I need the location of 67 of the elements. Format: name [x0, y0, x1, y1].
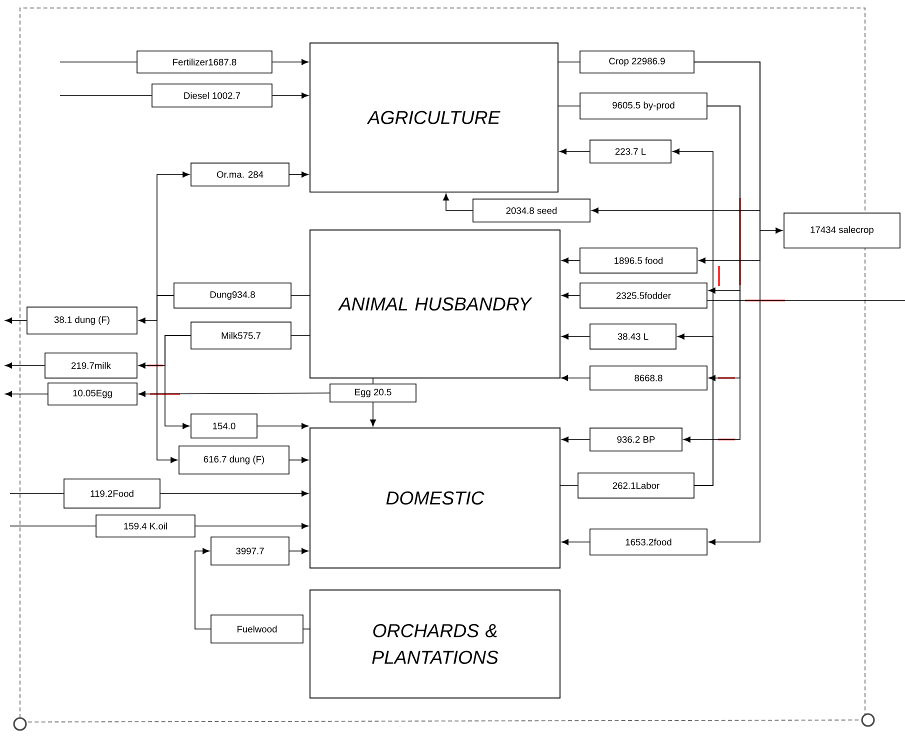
arrow: [561, 375, 590, 381]
arrow: [562, 539, 590, 545]
flow-box: Egg 20.5: [330, 384, 416, 402]
arrow: [562, 334, 590, 340]
arrow: [5, 362, 45, 368]
arrow: [164, 335, 191, 429]
connector-line: [706, 300, 905, 301]
flow-box: 154.0: [190, 414, 258, 438]
connector-line: [303, 628, 310, 630]
arrow: [560, 148, 590, 154]
sector-box: DOMESTIC: [310, 428, 560, 568]
flow-box: 10.05Egg: [48, 382, 138, 406]
flow-box: 3997.7: [210, 536, 290, 566]
flow-box: Fuelwood: [210, 614, 304, 644]
arrow: [160, 490, 308, 496]
connector-line: [372, 378, 374, 384]
arrow: [272, 59, 308, 65]
arrow: [138, 390, 330, 397]
connector-line: [291, 295, 310, 296]
flow-box: 8668.8: [590, 366, 708, 390]
flow-box: 38.43 L: [590, 324, 676, 350]
flow-box: 936.2 BP: [590, 428, 682, 452]
sector-box: ORCHARDS & PLANTATIONS: [310, 590, 560, 698]
flow-box: 9605.5 by-prod: [580, 92, 708, 120]
arrow: [289, 172, 308, 178]
flow-box: 616.7 dung (F): [178, 446, 290, 474]
flow-box: Diesel 1002.7: [152, 84, 272, 108]
arrow: [194, 548, 212, 630]
sector-box: AGRICULTURE: [310, 42, 558, 192]
flow-box: 2325.5fodder: [580, 282, 708, 308]
arrow: [562, 258, 580, 264]
connector-line: [10, 493, 64, 494]
flow-box: 38.1 dung (F): [26, 306, 138, 334]
arrow: [694, 62, 760, 545]
arrow: [678, 334, 714, 486]
arrow: [5, 391, 48, 397]
arrow: [370, 402, 376, 426]
flow-box: Or.ma. 284: [190, 162, 290, 186]
flow-box: 159.4 K.oil: [96, 514, 196, 538]
flow-box: Fertilizer1687.8: [136, 50, 272, 74]
arrow: [257, 423, 308, 429]
flow-box: Dung934.8: [174, 282, 292, 308]
connector-line: [291, 335, 310, 336]
arrow: [289, 457, 308, 463]
arrow: [289, 548, 308, 554]
sector-box: ANIMAL HUSBANDRY: [310, 230, 560, 378]
arrow: [443, 194, 473, 211]
flow-box: 17434 salecrop: [784, 212, 900, 248]
flow-box: 119.2Food: [64, 478, 160, 508]
flow-box: 2034.8 seed: [472, 198, 590, 222]
flow-box: 1653.2food: [590, 528, 708, 556]
arrow: [272, 92, 308, 98]
flow-box: 219.7milk: [44, 352, 138, 378]
flow-box: 1896.5 food: [580, 248, 698, 274]
arrow: [5, 318, 27, 324]
connector-line: [560, 485, 578, 486]
flow-box: 262.1Labor: [578, 472, 694, 498]
connector-line: [60, 95, 152, 96]
arrow: [684, 106, 740, 442]
flow-box: 223.7 L: [590, 140, 672, 164]
arrow: [156, 295, 178, 463]
arrow: [562, 292, 580, 298]
arrow: [156, 172, 190, 296]
arrow: [194, 523, 308, 529]
flow-box: Crop 22986.9: [580, 50, 694, 74]
flow-box: Milk575.7: [190, 322, 292, 350]
arrow: [562, 436, 590, 442]
